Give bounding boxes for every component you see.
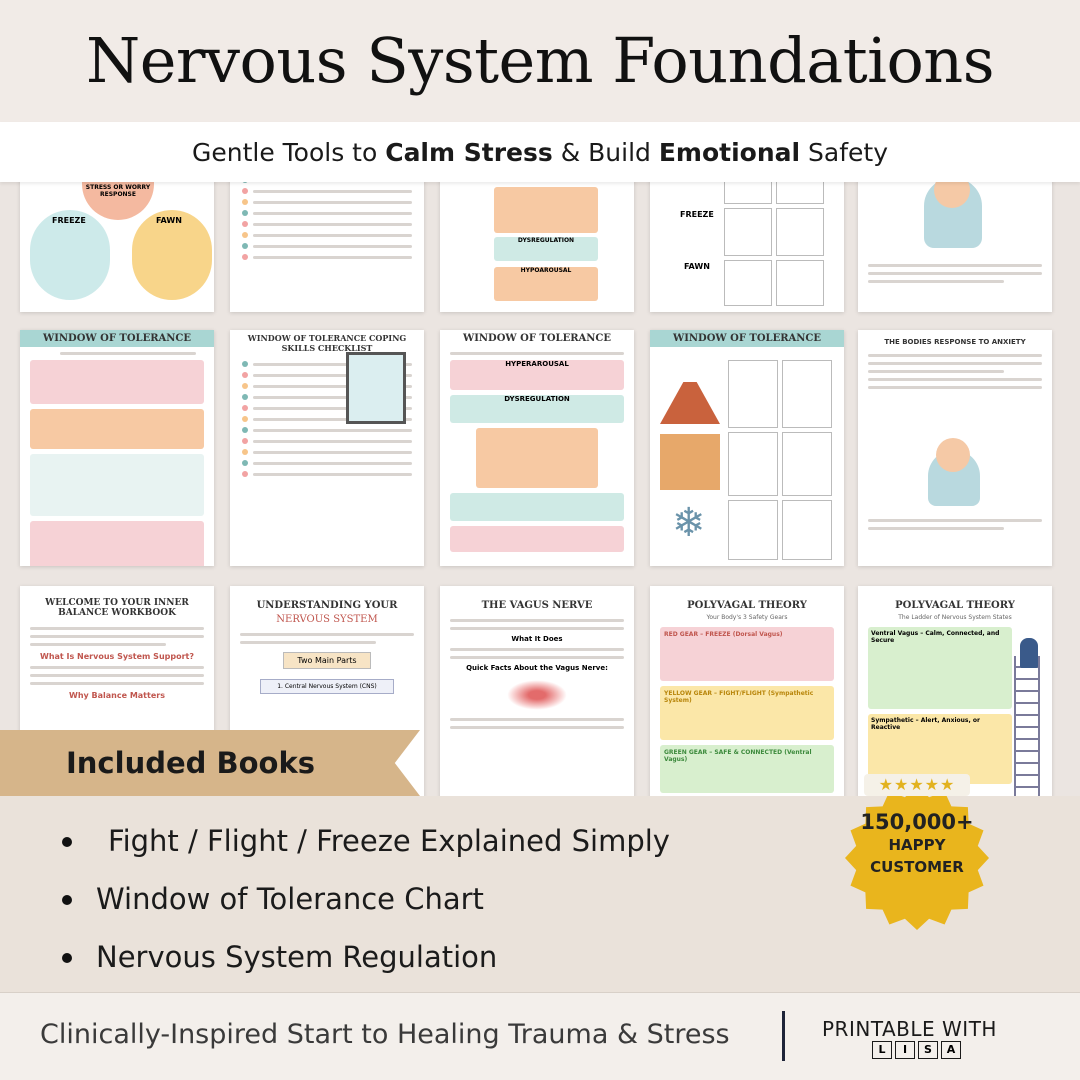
brand-logo-letters: L I S A xyxy=(872,1041,961,1059)
sympathetic-box: Sympathetic – Alert, Anxious, or Reactiv… xyxy=(868,714,1012,784)
page-heading: UNDERSTANDING YOUR xyxy=(256,600,398,611)
page-heading: WELCOME TO YOUR INNER BALANCE WORKBOOK xyxy=(45,598,189,618)
volcano-image xyxy=(660,370,720,424)
footer-divider xyxy=(782,1011,785,1061)
subtitle-bold: Emotional xyxy=(658,137,801,167)
page-subheading: Your Body's 3 Safety Gears xyxy=(706,614,788,621)
brand-letter: A xyxy=(941,1041,961,1059)
worksheet-page-coping-skills: WINDOW OF TOLERANCE COPING SKILLS CHECKL… xyxy=(230,330,424,566)
included-books-list: Fight / Flight / Freeze Explained Simply… xyxy=(62,812,670,986)
page-heading: WINDOW OF TOLERANCE xyxy=(650,330,844,347)
page-heading: WINDOW OF TOLERANCE xyxy=(462,333,612,344)
included-books-ribbon: Included Books xyxy=(0,730,420,796)
badge-seal-shape xyxy=(845,786,989,930)
page-subheading: The Ladder of Nervous System States xyxy=(898,614,1012,621)
worksheet-page-window-of-tolerance-3: WINDOW OF TOLERANCE ❄ xyxy=(650,330,844,566)
worksheet-page-window-diagram: DYSREGULATION HYPOAROUSAL xyxy=(440,182,634,312)
brand-letter: I xyxy=(895,1041,915,1059)
window-illustration xyxy=(346,352,406,424)
fawn-blob xyxy=(132,210,212,300)
page-heading: WINDOW OF TOLERANCE COPING SKILLS CHECKL… xyxy=(247,333,407,353)
freeze-label: FREEZE xyxy=(680,210,714,219)
included-book-item: Window of Tolerance Chart xyxy=(62,870,670,928)
included-book-item: Nervous System Regulation xyxy=(62,928,670,986)
worksheet-page-window-of-tolerance-2: WINDOW OF TOLERANCE HYPERAROUSAL DYSREGU… xyxy=(440,330,634,566)
section-heading: What Is Nervous System Support? xyxy=(40,652,194,661)
worksheet-preview-grid: STRESS OR WORRY RESPONSE FREEZE FAWN DYS… xyxy=(0,182,1080,802)
cns-box: 1. Central Nervous System (CNS) xyxy=(260,679,394,694)
worksheet-page-bodies-response-anxiety: THE BODIES RESPONSE TO ANXIETY xyxy=(858,330,1052,566)
page-heading-2: NERVOUS SYSTEM xyxy=(276,614,378,625)
page-heading: POLYVAGAL THEORY xyxy=(895,600,1015,611)
ventral-box: Ventral Vagus – Calm, Connected, and Sec… xyxy=(868,627,1012,709)
section-heading: Why Balance Matters xyxy=(69,691,165,700)
green-gear-box: GREEN GEAR – SAFE & CONNECTED (Ventral V… xyxy=(660,745,834,793)
subtitle-bar: Gentle Tools to Calm Stress & Build Emot… xyxy=(0,122,1080,182)
brand-letter: S xyxy=(918,1041,938,1059)
included-books-label: Included Books xyxy=(66,746,315,780)
badge-line-1: HAPPY xyxy=(888,836,946,854)
stress-circle: STRESS OR WORRY RESPONSE xyxy=(82,182,154,220)
worksheet-page-vagus-nerve: THE VAGUS NERVE What It Does Quick Facts… xyxy=(440,586,634,802)
page-heading: WINDOW OF TOLERANCE xyxy=(20,330,214,347)
freeze-blob xyxy=(30,210,110,300)
included-book-item: Fight / Flight / Freeze Explained Simply xyxy=(62,812,670,870)
snowflake-image: ❄ xyxy=(672,500,706,546)
customer-count: 150,000+ xyxy=(860,810,974,834)
subtitle-bold: Calm Stress xyxy=(385,137,553,167)
happy-customer-badge: ★★★★★ 150,000+ HAPPY CUSTOMER xyxy=(824,770,1010,930)
yellow-gear-box: YELLOW GEAR – FIGHT/FLIGHT (Sympathetic … xyxy=(660,686,834,740)
subtitle-part: Safety xyxy=(800,137,889,167)
worksheet-page-polyvagal-ladder: POLYVAGAL THEORY The Ladder of Nervous S… xyxy=(858,586,1052,802)
red-gear-box: RED GEAR – FREEZE (Dorsal Vagus) xyxy=(660,627,834,681)
section-heading: Quick Facts About the Vagus Nerve: xyxy=(466,664,608,672)
worksheet-page-checklist xyxy=(230,182,424,312)
climber-figure xyxy=(1020,638,1038,668)
fawn-label: FAWN xyxy=(156,216,182,225)
two-parts-box: Two Main Parts xyxy=(283,652,371,669)
worksheet-page-freeze-fawn-grid: FREEZE FAWN xyxy=(650,182,844,312)
footer-tagline: Clinically-Inspired Start to Healing Tra… xyxy=(40,1019,730,1050)
window-image xyxy=(660,434,720,490)
page-heading: POLYVAGAL THEORY xyxy=(687,600,807,611)
fawn-label: FAWN xyxy=(684,262,710,271)
worksheet-page-window-of-tolerance-1: WINDOW OF TOLERANCE xyxy=(20,330,214,566)
freeze-label: FREEZE xyxy=(52,216,86,225)
brand-letter: L xyxy=(872,1041,892,1059)
page-heading: THE VAGUS NERVE xyxy=(481,600,593,611)
footer-bar: Clinically-Inspired Start to Healing Tra… xyxy=(0,992,1080,1080)
product-title: Nervous System Foundations xyxy=(85,23,995,97)
woman-head xyxy=(936,438,970,472)
subtitle-part: Gentle Tools to xyxy=(191,137,386,167)
page-heading: THE BODIES RESPONSE TO ANXIETY xyxy=(884,338,1026,346)
section-heading: What It Does xyxy=(511,635,563,643)
badge-line-2: CUSTOMER xyxy=(870,858,964,876)
brand-name-top: PRINTABLE WITH xyxy=(822,1017,997,1041)
ladder-illustration xyxy=(1014,656,1040,802)
worksheet-page-polyvagal-gears: POLYVAGAL THEORY Your Body's 3 Safety Ge… xyxy=(650,586,844,802)
neuron-illustration xyxy=(507,680,567,710)
worksheet-page-freeze-fawn: STRESS OR WORRY RESPONSE FREEZE FAWN xyxy=(20,182,214,312)
subtitle-part: & Build xyxy=(552,137,659,167)
worksheet-page-anxiety-illustration xyxy=(858,182,1052,312)
rating-stars: ★★★★★ xyxy=(864,774,970,796)
